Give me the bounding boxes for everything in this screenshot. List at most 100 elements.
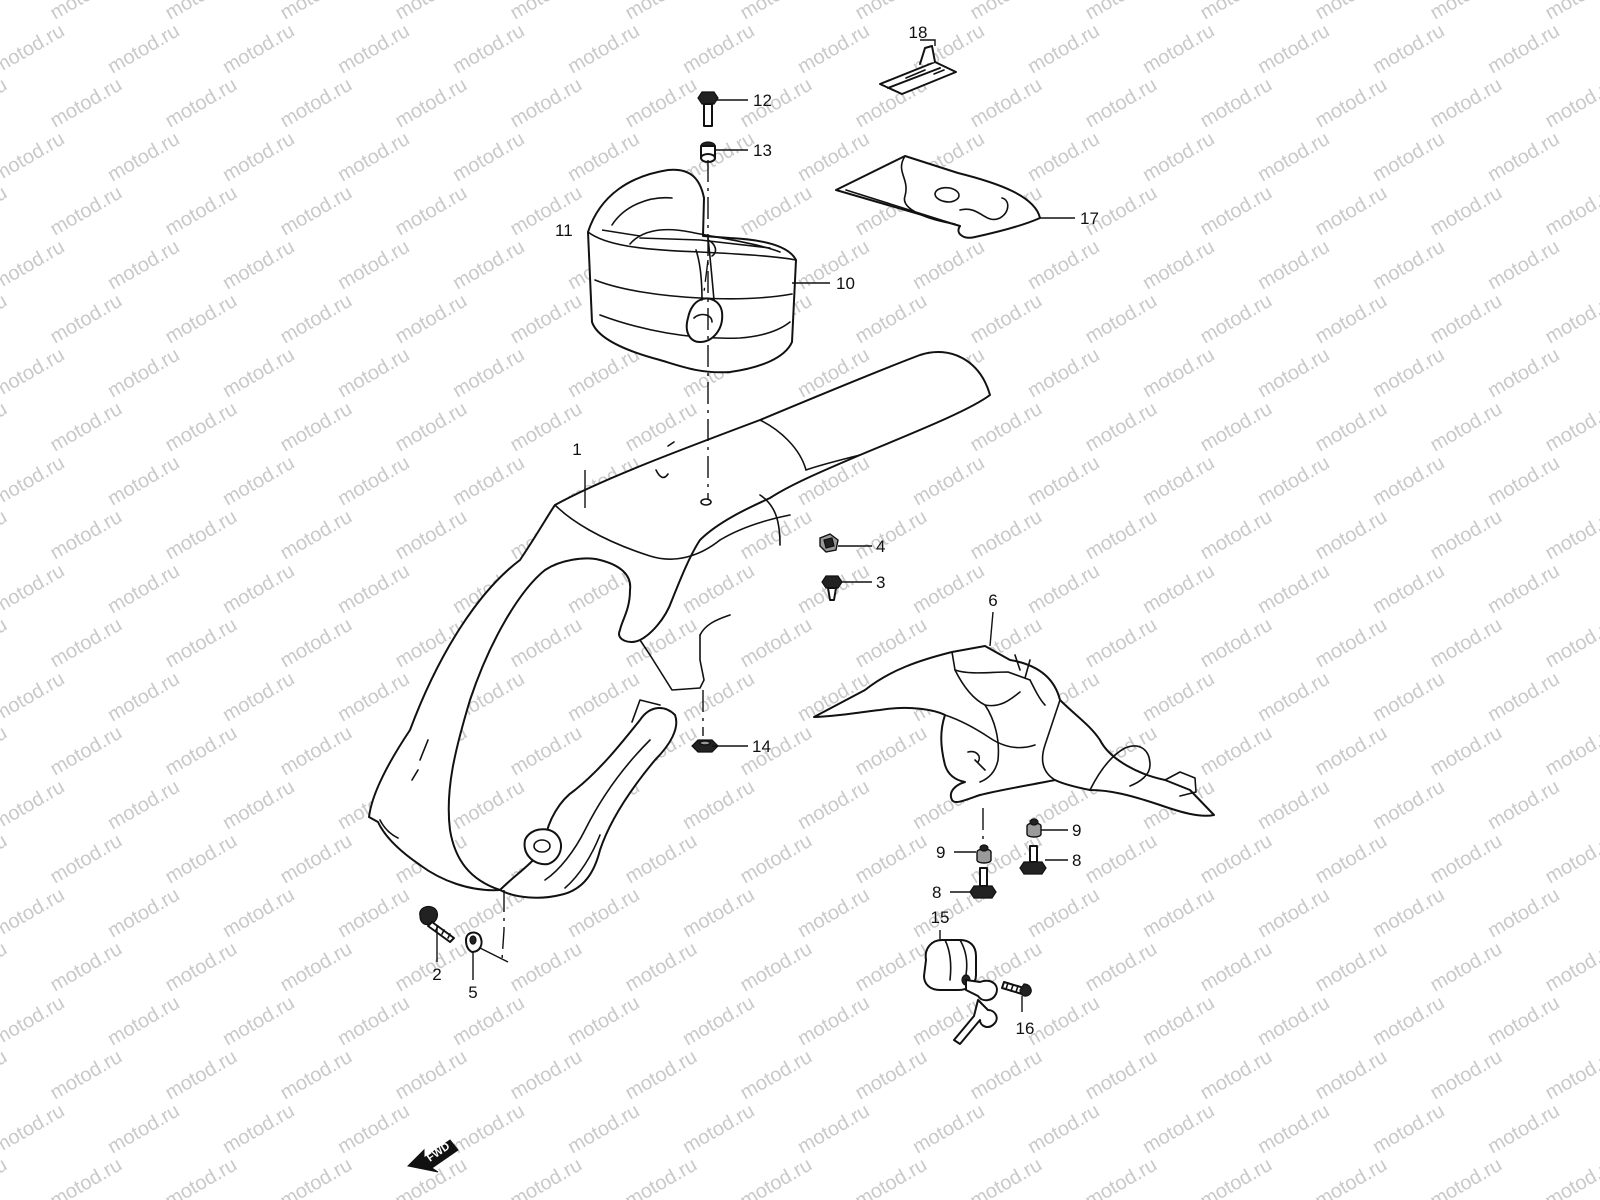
- watermark-text: motod.ru: [1139, 992, 1218, 1051]
- watermark-text: motod.ru: [47, 506, 126, 565]
- watermark-text: motod.ru: [1484, 884, 1563, 943]
- watermark-text: motod.ru: [1024, 236, 1103, 295]
- watermark-text: motod.ru: [219, 884, 298, 943]
- watermark-text: motod.ru: [1139, 20, 1218, 79]
- watermark-text: motod.ru: [277, 1046, 356, 1105]
- callout-18: 18: [909, 23, 928, 42]
- watermark-text: motod.ru: [1369, 452, 1448, 511]
- watermark-text: motod.ru: [1484, 20, 1563, 79]
- watermark-text: motod.ru: [507, 614, 586, 673]
- watermark-text: motod.ru: [1139, 452, 1218, 511]
- watermark-text: motod.ru: [47, 290, 126, 349]
- watermark-text: motod.ru: [104, 884, 183, 943]
- watermark-text: motod.ru: [1024, 452, 1103, 511]
- watermark-text: motod.ru: [0, 776, 68, 835]
- watermark-text: motod.ru: [1139, 128, 1218, 187]
- watermark-text: motod.ru: [967, 0, 1046, 24]
- watermark-text: motod.ru: [104, 668, 183, 727]
- watermark-text: motod.ru: [104, 236, 183, 295]
- watermark-text: motod.ru: [162, 506, 241, 565]
- watermark-text: motod.ru: [1369, 1100, 1448, 1159]
- watermark-text: motod.ru: [507, 938, 586, 997]
- callout-12: 12: [753, 91, 772, 110]
- watermark-text: motod.ru: [1427, 1046, 1506, 1105]
- watermark-text: motod.ru: [219, 236, 298, 295]
- watermark-text: motod.ru: [1484, 560, 1563, 619]
- watermark-text: motod.ru: [47, 0, 126, 24]
- watermark-text: motod.ru: [507, 290, 586, 349]
- watermark-text: motod.ru: [679, 20, 758, 79]
- watermark-text: motod.ru: [1139, 344, 1218, 403]
- watermark-text: motod.ru: [1312, 830, 1391, 889]
- watermark-text: motod.ru: [1427, 0, 1506, 24]
- watermark-text: motod.ru: [104, 1100, 183, 1159]
- watermark-text: motod.ru: [1542, 398, 1600, 457]
- watermark-text: motod.ru: [219, 560, 298, 619]
- watermark-text: motod.ru: [1312, 182, 1391, 241]
- watermark-text: motod.ru: [852, 1046, 931, 1105]
- watermark-text: motod.ru: [0, 938, 11, 997]
- watermark-text: motod.ru: [679, 560, 758, 619]
- watermark-text: motod.ru: [507, 1046, 586, 1105]
- watermark-text: motod.ru: [1254, 668, 1333, 727]
- watermark-text: motod.ru: [1024, 128, 1103, 187]
- watermark-text: motod.ru: [507, 74, 586, 133]
- watermark-text: motod.ru: [852, 830, 931, 889]
- watermark-text: motod.ru: [737, 74, 816, 133]
- lock-screw-part: [1001, 981, 1032, 997]
- watermark-text: motod.ru: [909, 1100, 988, 1159]
- watermark-text: motod.ru: [909, 236, 988, 295]
- watermark-text: motod.ru: [277, 0, 356, 24]
- watermark-text: motod.ru: [1312, 1046, 1391, 1105]
- watermark-text: motod.ru: [794, 776, 873, 835]
- watermark-text: motod.ru: [967, 1046, 1046, 1105]
- watermark-text: motod.ru: [0, 560, 68, 619]
- watermark-text: motod.ru: [219, 776, 298, 835]
- watermark-text: motod.ru: [679, 992, 758, 1051]
- watermark-text: motod.ru: [1254, 1100, 1333, 1159]
- watermark-text: motod.ru: [1369, 128, 1448, 187]
- watermark-text: motod.ru: [794, 1100, 873, 1159]
- watermark-text: motod.ru: [47, 74, 126, 133]
- watermark-text: motod.ru: [1082, 830, 1161, 889]
- watermark-text: motod.ru: [1369, 884, 1448, 943]
- watermark-text: motod.ru: [507, 722, 586, 781]
- watermark-text: motod.ru: [0, 182, 11, 241]
- watermark-text: motod.ru: [449, 452, 528, 511]
- watermark-text: motod.ru: [564, 1100, 643, 1159]
- watermark-text: motod.ru: [162, 938, 241, 997]
- watermark-text: motod.ru: [47, 1154, 126, 1200]
- watermark-text: motod.ru: [1369, 668, 1448, 727]
- callout-9-right: 9: [1072, 821, 1081, 840]
- watermark-text: motod.ru: [737, 1046, 816, 1105]
- callout-10: 10: [836, 274, 855, 293]
- callouts: 1 12 13 10 11 17 18 4 3 14 6 9 9 8 8 15 …: [432, 23, 1099, 1038]
- watermark-text: motod.ru: [0, 1100, 68, 1159]
- watermark-text: motod.ru: [1197, 722, 1276, 781]
- watermark-text: motod.ru: [1254, 344, 1333, 403]
- watermark-text: motod.ru: [967, 74, 1046, 133]
- watermark-text: motod.ru: [449, 128, 528, 187]
- watermark-text: motod.ru: [1024, 344, 1103, 403]
- watermark-text: motod.ru: [162, 0, 241, 24]
- watermark-text: motod.ru: [1082, 290, 1161, 349]
- watermark-text: motod.ru: [219, 20, 298, 79]
- watermark-text: motod.ru: [622, 0, 701, 24]
- watermark-text: motod.ru: [0, 668, 68, 727]
- watermark-text: motod.ru: [47, 614, 126, 673]
- watermark-text: motod.ru: [277, 398, 356, 457]
- watermark-text: motod.ru: [0, 344, 68, 403]
- leader-lines: [436, 39, 1075, 1012]
- watermark-text: motod.ru: [334, 884, 413, 943]
- watermark-text: motod.ru: [449, 236, 528, 295]
- watermark-text: motod.ru: [909, 560, 988, 619]
- watermark-text: motod.ru: [219, 344, 298, 403]
- watermark-text: motod.ru: [277, 74, 356, 133]
- watermark-text: motod.ru: [0, 128, 68, 187]
- callout-5: 5: [468, 983, 477, 1002]
- watermark-text: motod.ru: [1197, 614, 1276, 673]
- watermark-text: motod.ru: [334, 452, 413, 511]
- watermark-text: motod.ru: [392, 506, 471, 565]
- watermark-text: motod.ru: [1024, 560, 1103, 619]
